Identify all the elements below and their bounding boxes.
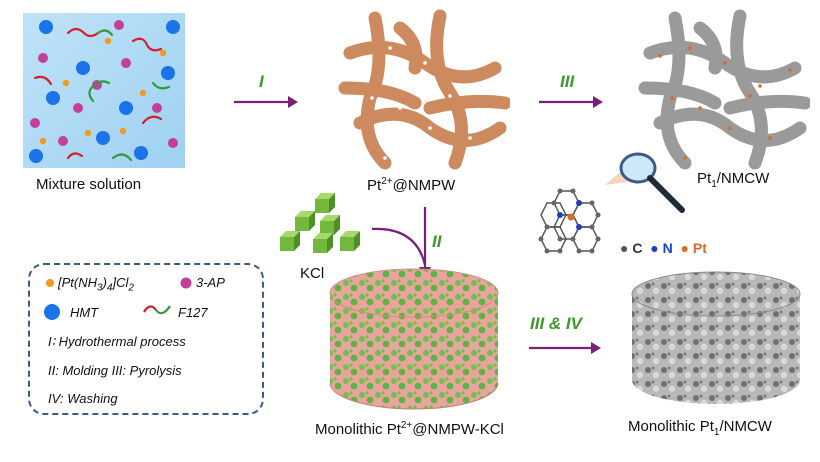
- step-3-4-label: III & IV: [530, 314, 582, 333]
- pt1-nmcw-network: [638, 9, 810, 170]
- legend-step-2-3: II: Molding III: Pyrolysis: [48, 363, 182, 378]
- 3ap-marker: [180, 277, 192, 289]
- pt-nmpw-network: [338, 9, 510, 170]
- hmt-marker: [44, 304, 60, 320]
- pt-complex-marker: [46, 279, 54, 287]
- kcl-cubes: [280, 193, 360, 253]
- pt-nmpw-label: Pt2+@NMPW: [367, 176, 456, 194]
- legend-step-4: IV: Washing: [48, 391, 118, 406]
- mixture-solution-panel: [23, 13, 185, 168]
- magnifier-icon: [605, 152, 685, 213]
- arrow-step-3-4: [529, 342, 601, 354]
- f127-marker: [143, 305, 171, 315]
- legend-hmt: HMT: [70, 305, 99, 320]
- monolith-pt-kcl-label: Monolithic Pt2+@NMPW-KCl: [315, 420, 504, 438]
- monolith-pt-kcl: [329, 268, 499, 410]
- kcl-label: KCl: [300, 265, 325, 282]
- atom-legend: ● C ● N ● Pt: [620, 240, 707, 256]
- monolith-pt1-nmcw: [631, 271, 801, 404]
- legend-3ap: 3-AP: [196, 275, 225, 290]
- arrow-step-3: [539, 96, 603, 108]
- step-1-label: I: [259, 72, 264, 91]
- legend-pt-complex: [Pt(NH3)4]Cl2: [58, 275, 134, 294]
- step-3-label: III: [560, 72, 575, 91]
- legend-f127: F127: [178, 305, 208, 320]
- pt1-nmcw-label: Pt1/NMCW: [697, 170, 770, 190]
- monolith-pt1-label: Monolithic Pt1/NMCW: [628, 418, 772, 438]
- mixture-molecules: [29, 20, 180, 163]
- arrow-step-1: [234, 96, 298, 108]
- mixture-solution-label: Mixture solution: [36, 176, 142, 193]
- step-2-label: II: [432, 232, 442, 251]
- single-atom-structure: [538, 188, 601, 254]
- legend-step-1: I∶ Hydrothermal process: [48, 334, 186, 349]
- legend-box: [28, 263, 264, 415]
